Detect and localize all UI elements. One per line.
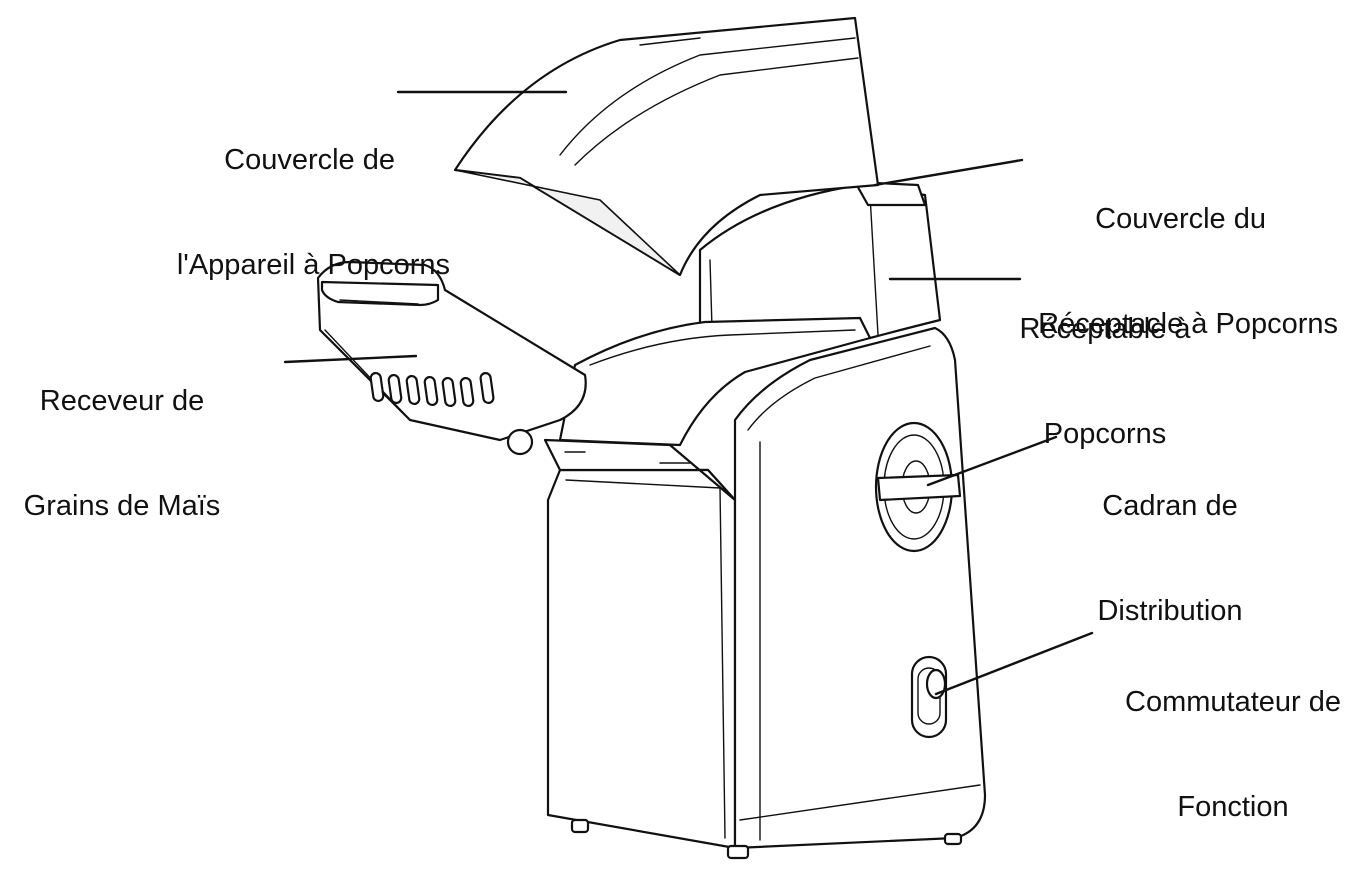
label-dispensing-dial-line1: Cadran de <box>1102 490 1238 522</box>
leader-lines <box>283 90 1094 696</box>
label-bowl-line2: Popcorns <box>1043 418 1167 450</box>
label-bowl-line1: Réceptable à <box>1019 313 1191 345</box>
leader-function-switch <box>934 631 1094 696</box>
label-bowl-lid-line1: Couvercle du <box>1095 203 1266 235</box>
label-function-switch-line1: Commutateur de <box>1125 686 1341 718</box>
leader-bowl-lid <box>873 158 1024 187</box>
leader-dispensing-dial <box>926 435 1058 487</box>
label-bowl: Réceptable à Popcorns <box>1000 242 1210 487</box>
kernel-receiver <box>316 260 587 456</box>
inner-tray <box>543 316 872 502</box>
label-bowl-lid-line2: Réceptacle à Popcorns <box>1038 308 1338 340</box>
vent-slots <box>369 371 495 408</box>
leader-kernel-receiver <box>283 354 418 364</box>
dispensing-dial <box>874 421 962 553</box>
label-machine-lid-line1: Couvercle de <box>224 144 395 176</box>
label-kernel-receiver-line2: Grains de Maïs <box>23 490 221 522</box>
function-switch <box>910 655 948 739</box>
machine-lid <box>453 16 880 277</box>
label-bowl-lid: Couvercle du Réceptacle à Popcorns <box>990 132 1338 377</box>
label-function-switch: Commutateur de Fonction <box>1108 615 1358 860</box>
popcorn-bowl-lid <box>853 180 927 207</box>
label-function-switch-line2: Fonction <box>1177 791 1289 823</box>
label-dispensing-dial-line2: Distribution <box>1097 595 1243 627</box>
label-kernel-receiver-line1: Receveur de <box>39 385 205 417</box>
label-dispensing-dial: Cadran de Distribution <box>1070 419 1270 664</box>
label-machine-lid: Couvercle de l'Appareil à Popcorns <box>100 73 450 318</box>
label-kernel-receiver: Receveur de Grains de Maïs <box>2 314 242 559</box>
label-machine-lid-line2: l'Appareil à Popcorns <box>176 249 450 281</box>
